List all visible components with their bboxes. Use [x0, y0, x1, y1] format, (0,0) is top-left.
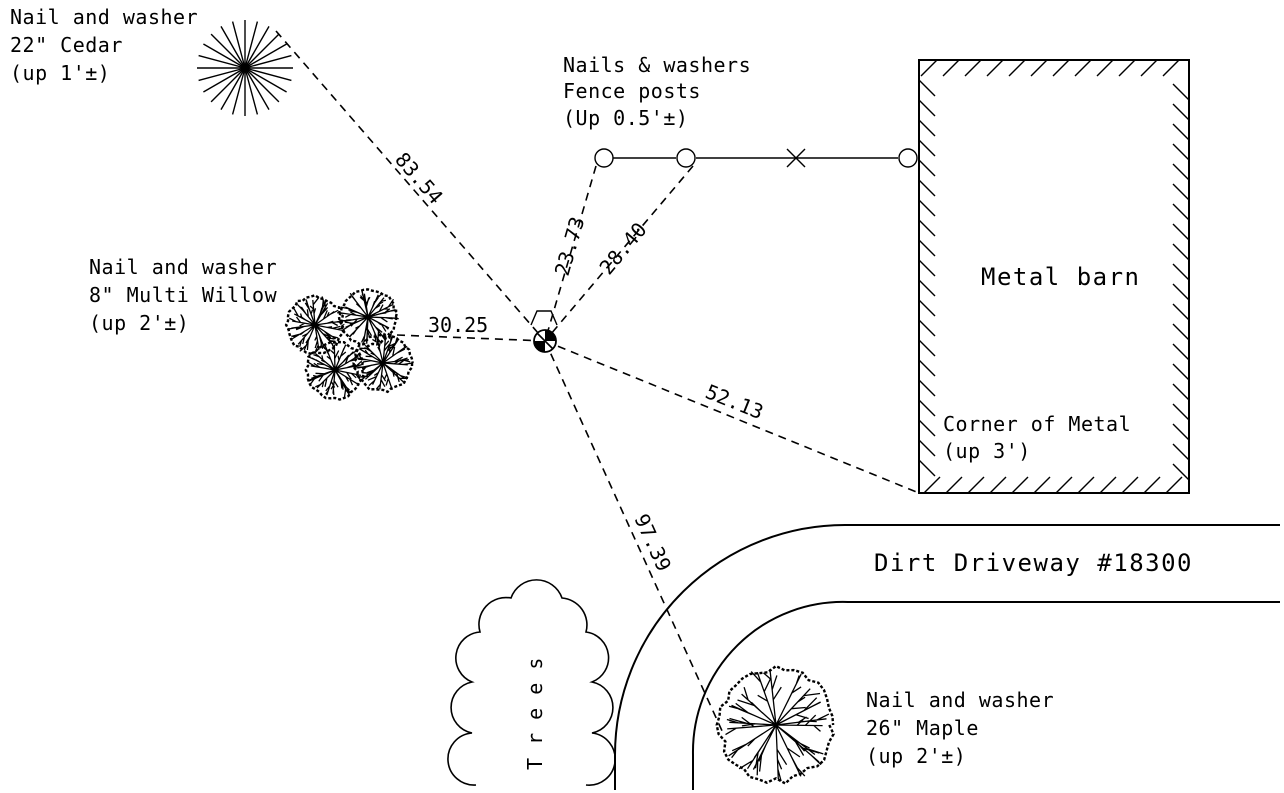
driveway-label: Dirt Driveway #18300 — [874, 549, 1193, 577]
maple-tree-icon — [715, 664, 835, 785]
barn-outline — [918, 59, 1190, 494]
cedar-tree-icon — [197, 20, 293, 116]
willow-label: Nail and washer 8" Multi Willow (up 2'±) — [89, 255, 278, 335]
distance-cedar: 83.54 — [390, 148, 448, 209]
barn-hatching — [918, 59, 1190, 494]
driveway-inner-edge — [691, 600, 1280, 790]
tie-line-fence-post-2 — [544, 165, 694, 342]
tie-line-maple — [544, 340, 724, 734]
cedar-label-line-3: (up 1'±) — [10, 61, 110, 85]
maple-label: Nail and washer 26" Maple (up 2'±) — [866, 688, 1054, 768]
barn-corner-label-line-2: (up 3') — [943, 439, 1031, 463]
barn-corner-label-line-1: Corner of Metal — [943, 412, 1131, 436]
fence-post-icon — [898, 148, 918, 168]
survey-control-point-icon — [530, 310, 558, 353]
barn-title: Metal barn — [981, 263, 1141, 291]
maple-label-line-1: Nail and washer — [866, 688, 1054, 712]
cedar-label-line-2: 22" Cedar — [10, 33, 123, 57]
distance-fence-post-2: 28.40 — [594, 218, 651, 280]
distance-maple: 97.39 — [629, 510, 676, 575]
distance-willow: 30.25 — [428, 313, 488, 337]
tie-line-willow — [396, 334, 546, 342]
maple-label-line-3: (up 2'±) — [866, 744, 966, 768]
driveway-outer-edge — [614, 523, 1280, 790]
maple-label-line-2: 26" Maple — [866, 716, 979, 740]
fence-label: Nails & washers Fence posts (Up 0.5'±) — [563, 53, 751, 130]
cedar-label: Nail and washer 22" Cedar (up 1'±) — [10, 5, 198, 85]
driveway: Dirt Driveway #18300 — [614, 523, 1280, 790]
willow-label-line-3: (up 2'±) — [89, 311, 189, 335]
fence-post-icon — [676, 148, 696, 168]
fence-x-mark — [786, 148, 806, 168]
tie-line-barn-corner — [544, 340, 920, 494]
willow-label-line-2: 8" Multi Willow — [89, 283, 278, 307]
fence-line — [594, 148, 918, 168]
fence-label-line-2: Fence posts — [563, 79, 701, 103]
distance-fence-post-1: 23.73 — [550, 214, 590, 279]
fence-label-line-3: (Up 0.5'±) — [563, 106, 688, 130]
tie-line-cedar — [275, 30, 546, 342]
tree-cluster-icon: T r e e s — [447, 579, 616, 786]
willow-tree-icon — [284, 288, 414, 401]
fence-post-icon — [594, 148, 614, 168]
distance-labels: 83.54 23.73 28.40 30.25 52.13 97.39 — [390, 148, 767, 575]
willow-label-line-1: Nail and washer — [89, 255, 277, 279]
tie-line-fence-post-1 — [544, 165, 597, 342]
tie-lines — [275, 30, 920, 734]
cedar-label-line-1: Nail and washer — [10, 5, 198, 29]
fence-label-line-1: Nails & washers — [563, 53, 751, 77]
trees-label: T r e e s — [523, 657, 547, 770]
distance-barn-corner: 52.13 — [702, 379, 767, 424]
metal-barn: Metal barn Corner of Metal (up 3') — [918, 59, 1190, 494]
